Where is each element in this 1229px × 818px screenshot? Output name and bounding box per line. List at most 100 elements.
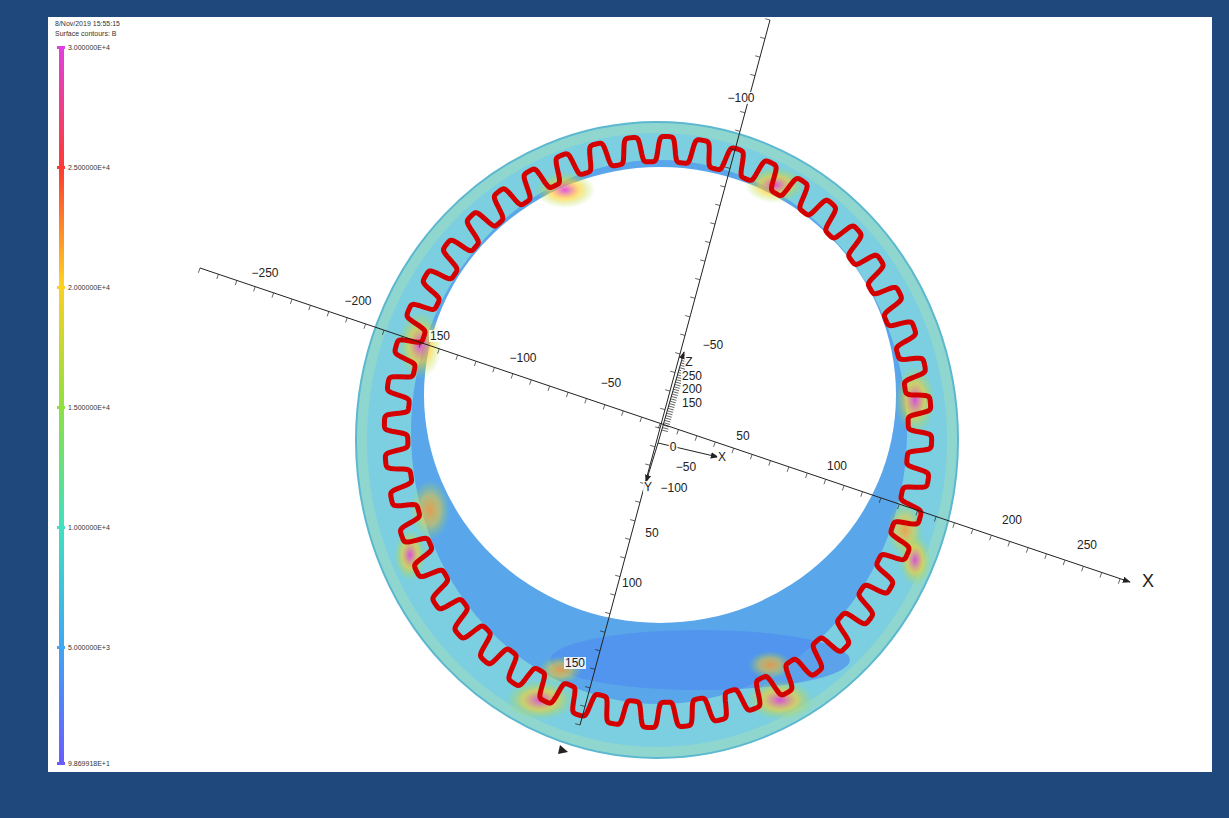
- axis-tick: [662, 430, 668, 432]
- axis-label: 150: [681, 397, 703, 409]
- axis-tick: [605, 612, 610, 613]
- axis-tick: [1026, 548, 1028, 553]
- axis-label: −50: [702, 339, 724, 351]
- axis-tick: [715, 204, 720, 205]
- axis-tick: [625, 538, 630, 539]
- legend-value: 1.000000E+4: [68, 524, 110, 531]
- axis-tick: [953, 523, 955, 528]
- axis-tick: [603, 405, 605, 410]
- axis-tick: [665, 418, 671, 420]
- axis-label: −100: [508, 352, 537, 364]
- axis-tick: [290, 299, 292, 304]
- axis-tick: [750, 455, 752, 460]
- legend-value: 2.000000E+4: [68, 284, 110, 291]
- axis-tick: [585, 687, 590, 688]
- axis-tick: [879, 498, 881, 503]
- axis-label: Z: [684, 356, 693, 368]
- legend-value: 3.000000E+4: [68, 44, 110, 51]
- axis-tick: [610, 594, 615, 595]
- legend-swatch: [57, 646, 65, 649]
- axis-tick: [655, 427, 660, 428]
- axis-label: 150: [429, 330, 451, 342]
- axis-tick: [666, 416, 672, 418]
- axis-tick: [530, 380, 532, 385]
- axis-tick: [575, 724, 580, 725]
- axis-tick: [309, 305, 311, 310]
- axis-tick: [671, 396, 677, 398]
- axis-tick: [720, 186, 725, 187]
- legend-swatch: [57, 286, 65, 289]
- axis-tick: [916, 511, 918, 516]
- axis-tick: [645, 464, 650, 465]
- axis-tick: [672, 394, 678, 396]
- axis-label: 100: [826, 460, 848, 472]
- axis-tick: [677, 430, 679, 435]
- axis-tick: [660, 408, 665, 409]
- axis-tick: [254, 287, 256, 292]
- axis-tick: [735, 130, 740, 131]
- axis-tick: [511, 374, 513, 379]
- axis-tick: [217, 274, 219, 279]
- axis-label: 200: [681, 383, 703, 395]
- axis-tick: [675, 384, 681, 386]
- legend-swatch: [57, 46, 65, 49]
- winding-path: [384, 136, 931, 727]
- axis-label: 50: [644, 527, 659, 539]
- axis-tick: [327, 312, 329, 317]
- axis-label: −250: [250, 267, 279, 279]
- axis-tick: [401, 336, 403, 341]
- axis-tick: [615, 575, 620, 576]
- axis-tick: [198, 268, 200, 273]
- axis-tick: [695, 436, 697, 441]
- legend-swatch: [57, 762, 65, 765]
- axis-tick: [566, 392, 568, 397]
- axis-tick: [671, 399, 677, 401]
- plot-header: Surface contours: B: [55, 30, 116, 37]
- axis-tick: [438, 349, 440, 354]
- axis-tick: [1045, 554, 1047, 559]
- axis-tick: [474, 361, 476, 366]
- plot-header: 8/Nov/2019 15:55:15: [55, 20, 120, 27]
- axis-label: Y: [643, 481, 653, 493]
- axis-tick: [630, 520, 635, 521]
- axis-tick: [861, 492, 863, 497]
- axis-tick: [842, 486, 844, 491]
- legend-value: 9.869918E+1: [68, 760, 110, 767]
- axis-tick: [590, 668, 595, 669]
- axis-label: −100: [659, 482, 688, 494]
- axis-tick: [419, 343, 421, 348]
- axis-tick: [456, 355, 458, 360]
- axis-tick: [600, 631, 605, 632]
- axis-tick: [635, 501, 640, 502]
- axis-tick: [622, 411, 624, 416]
- axis-tick: [824, 479, 826, 484]
- axis-tick: [760, 37, 765, 38]
- axis-label: 150: [564, 657, 586, 669]
- axis-tick: [580, 705, 585, 706]
- axis-tick: [620, 557, 625, 558]
- axis-tick: [364, 324, 366, 329]
- axis-tick: [669, 404, 675, 406]
- axis-tick: [755, 56, 760, 57]
- legend-swatch: [57, 526, 65, 529]
- axis-tick: [806, 473, 808, 478]
- legend-swatch: [57, 406, 65, 409]
- axis-tick: [740, 111, 745, 112]
- axis-label: −100: [726, 92, 755, 104]
- axis-tick: [493, 368, 495, 373]
- axis-tick: [640, 417, 642, 422]
- axis-label: 250: [1076, 539, 1098, 551]
- axis-tick: [934, 517, 936, 522]
- axis-tick: [1118, 579, 1120, 584]
- axis-tick: [673, 392, 679, 394]
- legend-value: 5.000000E+3: [68, 644, 110, 651]
- axis-tick: [690, 297, 695, 298]
- axis-tick: [765, 19, 770, 20]
- axis-tick: [695, 278, 700, 279]
- axis-tick: [725, 167, 730, 168]
- axis-tick: [667, 411, 673, 413]
- axis-tick: [769, 461, 771, 466]
- axis-tick: [669, 406, 675, 408]
